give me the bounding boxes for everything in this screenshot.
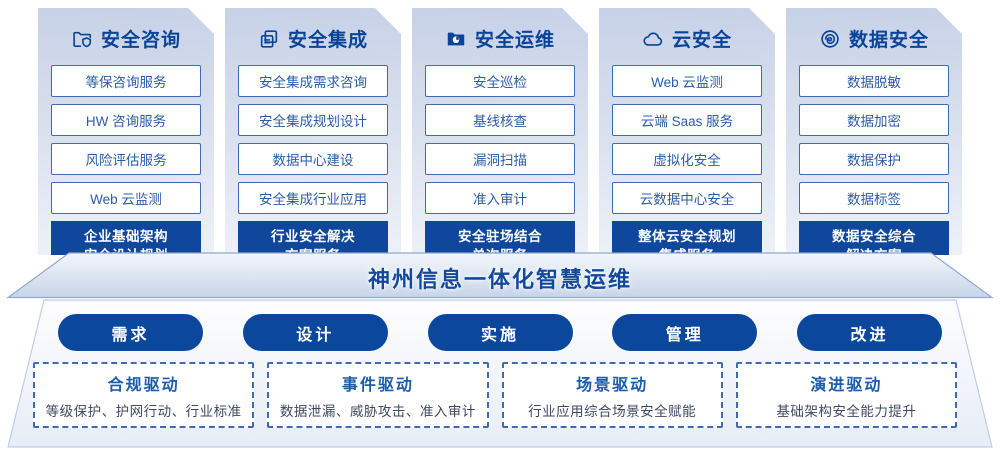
service-item: 数据中心建设: [238, 143, 388, 175]
card-header: 数据安全: [786, 8, 962, 65]
service-item: 数据加密: [799, 104, 949, 136]
card-title-text: 安全运维: [474, 30, 555, 51]
driver-box-incident: 事件驱动 数据泄漏、威胁攻击、准入审计: [267, 362, 489, 428]
service-item: 安全巡检: [425, 65, 575, 97]
driver-box-compliance: 合规驱动 等级保护、护网行动、行业标准: [33, 362, 255, 428]
driver-box-evolution: 演进驱动 基础架构安全能力提升: [735, 362, 957, 428]
card-header: 安全运维: [412, 8, 588, 65]
card-title-text: 数据安全: [848, 30, 929, 51]
highlight-line: 企业基础架构: [84, 229, 168, 244]
highlight-line: 安全驻场结合: [458, 229, 542, 244]
service-item: 风险评估服务: [51, 143, 201, 175]
service-card-consulting: 安全咨询 等保咨询服务 HW 咨询服务 风险评估服务 Web 云监测 企业基础架…: [38, 8, 214, 255]
highlight-line: 整体云安全规划: [638, 229, 736, 244]
service-item: 安全集成规划设计: [238, 104, 388, 136]
folder-shield-icon: [71, 28, 93, 50]
card-title-text: 安全集成: [287, 30, 368, 51]
service-card-cloud: 云安全 Web 云监测 云端 Saas 服务 虚拟化安全 云数据中心安全 整体云…: [599, 8, 775, 255]
process-pill-requirement: 需求: [58, 314, 203, 351]
folder-clock-icon: [445, 28, 467, 50]
banner-shape: [6, 252, 994, 299]
process-pill-improvement: 改进: [797, 314, 942, 351]
service-item: 虚拟化安全: [612, 143, 762, 175]
driver-desc: 数据泄漏、威胁攻击、准入审计: [279, 403, 476, 419]
data-spiral-icon: [819, 28, 841, 50]
service-item: 等保咨询服务: [51, 65, 201, 97]
service-card-integration: 安全集成 安全集成需求咨询 安全集成规划设计 数据中心建设 安全集成行业应用 行…: [225, 8, 401, 255]
service-item: 云端 Saas 服务: [612, 104, 762, 136]
service-item: 基线核查: [425, 104, 575, 136]
cloud-icon: [642, 28, 664, 50]
service-item: 安全集成行业应用: [238, 182, 388, 214]
service-item: 漏洞扫描: [425, 143, 575, 175]
card-header: 安全集成: [225, 8, 401, 65]
driver-box-scenario: 场景驱动 行业应用综合场景安全赋能: [501, 362, 723, 428]
driver-desc: 等级保护、护网行动、行业标准: [45, 403, 242, 419]
service-item: 数据脱敏: [799, 65, 949, 97]
driver-title: 场景驱动: [576, 376, 649, 394]
drivers-row: 合规驱动 等级保护、护网行动、行业标准 事件驱动 数据泄漏、威胁攻击、准入审计 …: [33, 362, 957, 428]
service-item: 云数据中心安全: [612, 182, 762, 214]
process-pill-design: 设计: [242, 314, 388, 351]
service-item: 数据标签: [799, 182, 949, 214]
driver-title: 事件驱动: [341, 376, 414, 394]
service-card-data: 数据安全 数据脱敏 数据加密 数据保护 数据标签 数据安全综合 解决方案: [786, 8, 962, 255]
highlight-line: 行业安全解决: [271, 229, 355, 244]
card-title-text: 云安全: [671, 30, 732, 51]
card-title-text: 安全咨询: [100, 30, 181, 51]
driver-desc: 基础架构安全能力提升: [776, 403, 917, 419]
service-card-operations: 安全运维 安全巡检 基线核查 漏洞扫描 准入审计 安全驻场结合 单次服务: [412, 8, 588, 255]
highlight-line: 数据安全综合: [832, 229, 916, 244]
driver-desc: 行业应用综合场景安全赋能: [528, 403, 697, 419]
service-item: 准入审计: [425, 182, 575, 214]
driver-title: 演进驱动: [810, 376, 883, 394]
service-item: Web 云监测: [612, 65, 762, 97]
card-header: 安全咨询: [38, 8, 214, 65]
process-pill-management: 管理: [612, 314, 758, 351]
process-pill-implementation: 实施: [427, 314, 573, 351]
copy-docs-icon: [258, 28, 280, 50]
service-item: 安全集成需求咨询: [238, 65, 388, 97]
banner-title: 神州信息一体化智慧运维: [367, 267, 632, 292]
card-header: 云安全: [599, 8, 775, 65]
service-item: HW 咨询服务: [51, 104, 201, 136]
service-item: 数据保护: [799, 143, 949, 175]
process-pills-row: 需求 设计 实施 管理 改进: [58, 314, 942, 351]
service-item: Web 云监测: [51, 182, 201, 214]
service-cards-row: 安全咨询 等保咨询服务 HW 咨询服务 风险评估服务 Web 云监测 企业基础架…: [38, 8, 962, 255]
driver-title: 合规驱动: [107, 376, 180, 394]
